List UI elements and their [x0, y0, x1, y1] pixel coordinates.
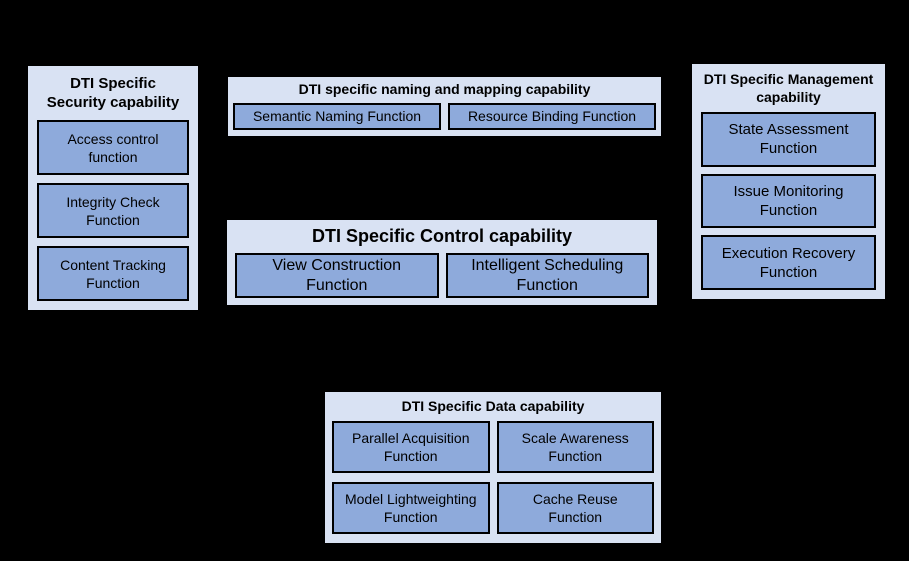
function-box-semantic-naming: Semantic Naming Function [233, 103, 441, 130]
function-box-view-construction: View Construction Function [235, 253, 439, 298]
group-security-capability: DTI Specific Security capability Access … [26, 64, 200, 312]
group-control-capability: DTI Specific Control capability View Con… [225, 218, 659, 307]
management-function-list: State Assessment Function Issue Monitori… [701, 112, 876, 291]
function-box-resource-binding: Resource Binding Function [448, 103, 656, 130]
function-box-integrity-check: Integrity Check Function [37, 183, 189, 238]
security-group-title: DTI Specific Security capability [46, 75, 180, 111]
function-box-intelligent-scheduling: Intelligent Scheduling Function [445, 253, 649, 298]
data-function-list: Parallel Acquisition Function Scale Awar… [332, 421, 654, 534]
function-box-state-assessment: State Assessment Function [701, 112, 876, 167]
function-box-content-tracking: Content Tracking Function [37, 246, 189, 301]
function-box-model-lightweighting: Model Lightweighting Function [332, 482, 490, 534]
group-management-capability: DTI Specific Management capability State… [690, 62, 887, 301]
function-box-access-control: Access control function [37, 120, 189, 175]
function-box-cache-reuse: Cache Reuse Function [496, 482, 654, 534]
naming-group-title: DTI specific naming and mapping capabili… [298, 81, 591, 97]
control-group-title: DTI Specific Control capability [311, 226, 573, 246]
management-group-title: DTI Specific Management capability [703, 71, 874, 105]
naming-function-list: Semantic Naming Function Resource Bindin… [233, 103, 656, 130]
group-naming-mapping-capability: DTI specific naming and mapping capabili… [226, 75, 663, 138]
function-box-execution-recovery: Execution Recovery Function [701, 235, 876, 291]
control-function-list: View Construction Function Intelligent S… [235, 253, 649, 298]
data-group-title: DTI Specific Data capability [401, 398, 585, 414]
function-box-scale-awareness: Scale Awareness Function [496, 421, 654, 473]
function-box-issue-monitoring: Issue Monitoring Function [701, 173, 876, 229]
function-box-parallel-acquisition: Parallel Acquisition Function [332, 421, 490, 473]
security-function-list: Access control function Integrity Check … [37, 120, 189, 301]
group-data-capability: DTI Specific Data capability Parallel Ac… [323, 390, 663, 545]
